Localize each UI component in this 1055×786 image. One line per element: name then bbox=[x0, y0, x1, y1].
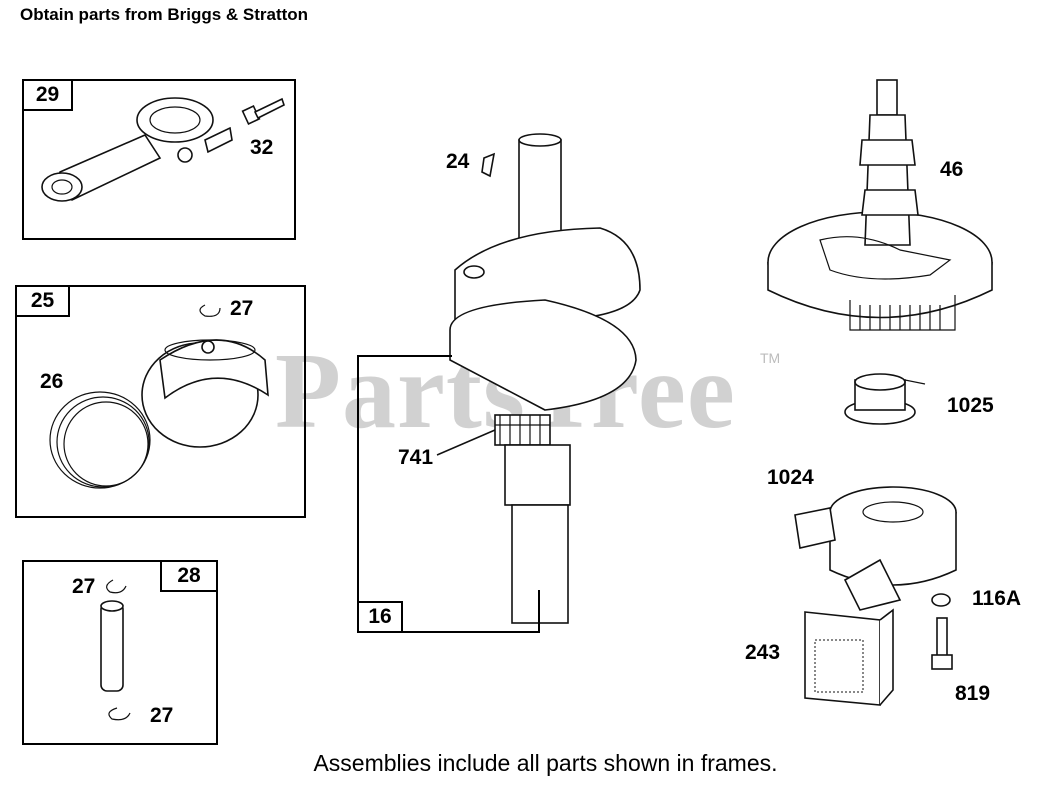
part-label-27-bottom[interactable]: 27 bbox=[150, 704, 174, 727]
retainer-clip-drawing[interactable] bbox=[199, 304, 221, 317]
wrist-pin-drawing[interactable] bbox=[100, 579, 131, 721]
bolt-819-drawing[interactable] bbox=[931, 617, 953, 670]
part-label-26[interactable]: 26 bbox=[40, 370, 64, 393]
governor-drawing[interactable] bbox=[844, 373, 926, 425]
part-label-243[interactable]: 243 bbox=[745, 641, 781, 664]
page-title: Obtain parts from Briggs & Stratton bbox=[20, 5, 309, 24]
assemblies-note: Assemblies include all parts shown in fr… bbox=[313, 750, 778, 776]
part-label-27-piston[interactable]: 27 bbox=[230, 297, 254, 320]
frame-tag-29: 29 bbox=[22, 79, 73, 111]
part-label-46[interactable]: 46 bbox=[940, 158, 964, 181]
part-label-1025[interactable]: 1025 bbox=[947, 394, 994, 417]
frame-connecting-rod bbox=[22, 79, 296, 240]
bolt-drawing[interactable] bbox=[241, 97, 285, 125]
connecting-rod-drawing[interactable] bbox=[41, 97, 233, 202]
frame-crankshaft-right-edge bbox=[538, 590, 540, 633]
crankshaft-drawing[interactable] bbox=[449, 133, 641, 624]
frame-crankshaft bbox=[357, 355, 540, 633]
oil-pump-drawing[interactable] bbox=[794, 486, 957, 611]
washer-drawing[interactable] bbox=[931, 593, 951, 607]
strainer-drawing[interactable] bbox=[804, 608, 894, 706]
part-label-819[interactable]: 819 bbox=[955, 682, 991, 705]
frame-piston bbox=[15, 285, 306, 518]
frame-tag-25: 25 bbox=[15, 285, 70, 317]
frame-wrist-pin bbox=[22, 560, 218, 745]
frame-crankshaft-top-edge bbox=[357, 355, 452, 357]
part-label-1024[interactable]: 1024 bbox=[767, 466, 814, 489]
key-drawing[interactable] bbox=[481, 152, 496, 178]
part-label-27-top[interactable]: 27 bbox=[72, 575, 96, 598]
camshaft-gear-drawing[interactable] bbox=[767, 79, 993, 331]
watermark-trademark: TM bbox=[760, 350, 781, 366]
piston-rings-drawing[interactable] bbox=[49, 391, 151, 489]
part-label-32[interactable]: 32 bbox=[250, 136, 274, 159]
part-label-116A[interactable]: 116A bbox=[972, 587, 1022, 610]
frame-tag-16: 16 bbox=[357, 601, 403, 633]
piston-drawing[interactable] bbox=[141, 339, 269, 448]
leader-line-741 bbox=[436, 429, 496, 456]
part-label-24[interactable]: 24 bbox=[446, 150, 470, 173]
part-label-741[interactable]: 741 bbox=[398, 446, 434, 469]
frame-tag-28: 28 bbox=[160, 560, 218, 592]
